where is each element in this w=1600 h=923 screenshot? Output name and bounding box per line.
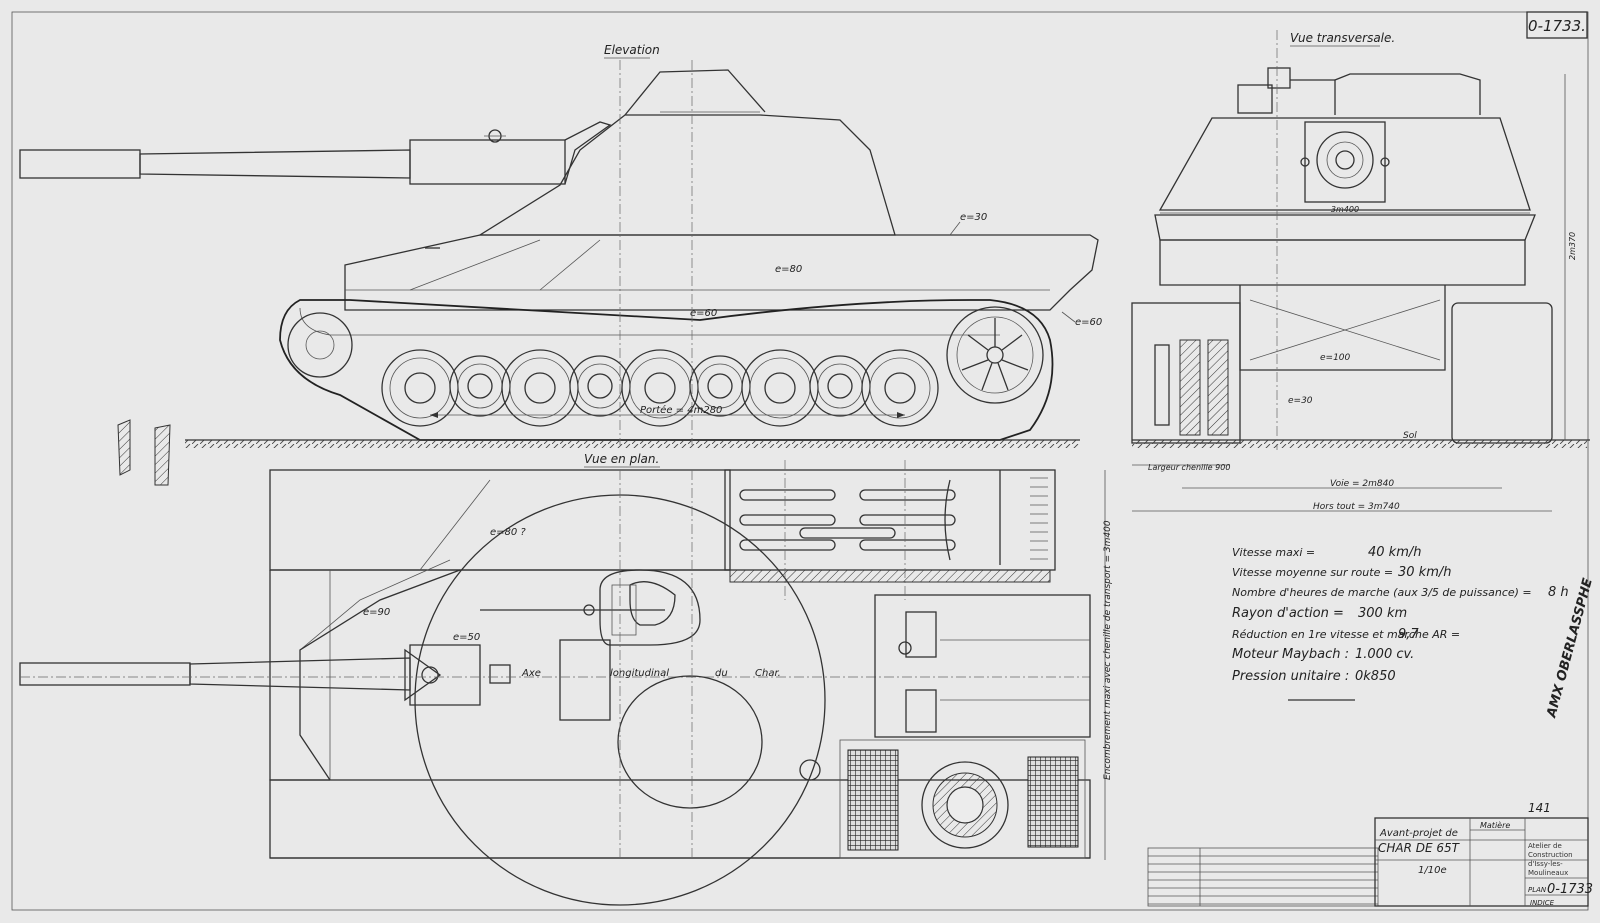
e90-plan-label: e=90	[363, 607, 390, 618]
spec-label: Nombre d'heures de marche (aux 3/5 de pu…	[1232, 586, 1532, 599]
spec-value: 0k850	[1355, 669, 1396, 684]
hors-tout-label: Hors tout = 3m740	[1313, 502, 1400, 512]
largeur-chenille-label: Largeur chenille 900	[1148, 463, 1230, 472]
title-block: Avant-projet de CHAR DE 65T Matière 1/10…	[1147, 817, 1593, 907]
e80-hull-label: e=80	[775, 264, 802, 275]
spec-value: 300 km	[1358, 606, 1407, 621]
e30-side-label: e=30	[1288, 396, 1313, 406]
transverse-view: Vue transversale. 3m400 e=100 e=30	[1131, 30, 1590, 512]
elevation-view: Elevation	[19, 43, 1102, 448]
road-wheel	[569, 355, 631, 417]
spec-value: 30 km/h	[1398, 565, 1452, 580]
spec-label: Vitesse moyenne sur route =	[1232, 566, 1393, 579]
spec-label: Rayon d'action =	[1232, 606, 1344, 621]
track-side	[279, 299, 1054, 441]
e50-plan-label: e=50	[453, 632, 480, 643]
sol-label: Sol	[1403, 431, 1417, 441]
turret-side	[477, 69, 896, 236]
tb-atelier: Atelier de Construction d'Issy-les-Mouli…	[1528, 842, 1573, 876]
turret-front	[1158, 117, 1531, 211]
road-wheel	[449, 355, 511, 417]
spec-value: 8 h	[1548, 585, 1569, 600]
e100-label: e=100	[1320, 353, 1351, 363]
plan-title: Vue en plan.	[584, 452, 659, 466]
spec-label: Réduction en 1re vitesse et marche AR =	[1232, 628, 1460, 641]
voie-label: Voie = 2m840	[1330, 479, 1394, 489]
upper-track-plan	[269, 469, 731, 571]
road-wheels	[381, 349, 939, 427]
spec-value: 9,7	[1398, 627, 1419, 642]
tb-indice: INDICE	[1530, 899, 1555, 907]
e60-front-label: e=60	[1075, 317, 1102, 328]
plan-view: Vue en plan. Axe longi	[19, 452, 1113, 906]
transverse-title: Vue transversale.	[1290, 31, 1395, 45]
tb-project: Avant-projet de	[1379, 828, 1458, 839]
detail-fragments	[117, 419, 171, 486]
char-label: Char.	[755, 668, 781, 679]
spec-value: 1.000 cv.	[1355, 647, 1414, 662]
tb-plan-no: 0-1733	[1547, 882, 1593, 897]
width-top-label: 3m400	[1331, 205, 1359, 214]
axe-label: Axe	[521, 668, 541, 679]
spec-value: 40 km/h	[1368, 545, 1422, 560]
gun-barrel-plan	[19, 639, 611, 721]
spec-label: Moteur Maybach :	[1232, 647, 1349, 662]
ground-line	[185, 440, 1080, 448]
height-side-label: 2m370	[1568, 232, 1577, 260]
e60-hull-label: e=60	[690, 308, 717, 319]
hull-front	[1159, 239, 1526, 286]
portee-label: Portée = 4m280	[640, 404, 722, 416]
e80-plan-label: e=80 ?	[490, 527, 526, 538]
tb-echelle: 1/10e	[1418, 865, 1447, 876]
road-wheel	[861, 349, 939, 427]
sheet-frame	[11, 11, 1589, 911]
tb-name: CHAR DE 65T	[1378, 841, 1461, 855]
handwritten-number: 141	[1528, 801, 1551, 815]
spec-label: Vitesse maxi =	[1232, 546, 1315, 559]
longitudinal-label: longitudinal	[610, 668, 669, 679]
du-label: du	[715, 668, 728, 679]
spec-label: Pression unitaire :	[1232, 669, 1349, 684]
road-wheel	[809, 355, 871, 417]
e30-top-label: e=30	[960, 212, 987, 223]
tb-matiere: Matière	[1480, 820, 1510, 830]
elevation-title: Elevation	[604, 43, 660, 57]
plan-number: 0-1733.	[1528, 17, 1586, 35]
encombrement-label: Encombrement maxi avec chenille de trans…	[1103, 520, 1113, 780]
hull-side	[344, 234, 1099, 311]
plan-number-box: 0-1733.	[1526, 11, 1588, 39]
tb-plan-label: PLAN	[1528, 886, 1547, 894]
gun-barrel-side	[19, 121, 612, 185]
